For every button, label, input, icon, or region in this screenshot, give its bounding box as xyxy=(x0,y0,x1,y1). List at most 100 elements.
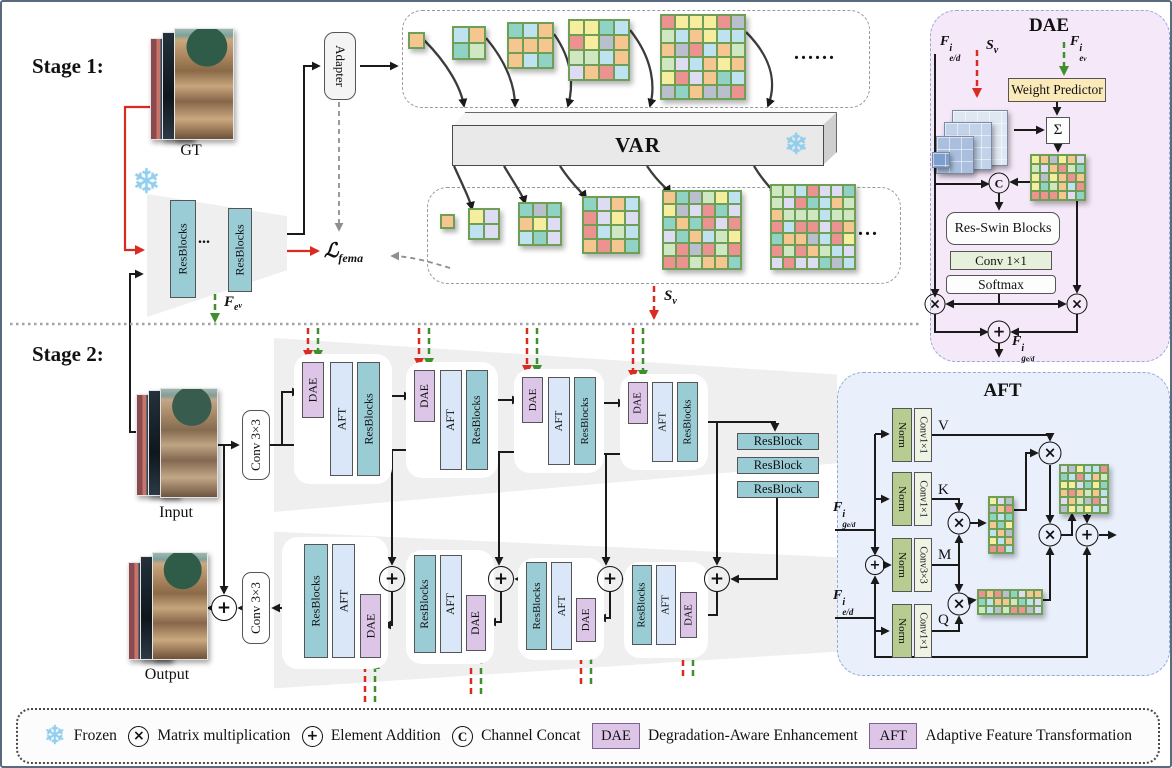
token-maps-bottom-ellipsis: ... xyxy=(858,218,879,240)
aft-v-label: V xyxy=(938,418,949,434)
legend-add: + Element Addition xyxy=(301,725,441,747)
stage1-resblocks-ellipsis: ... xyxy=(198,230,210,247)
stage2-title: Stage 2: xyxy=(32,342,104,366)
token-map-bottom-6x6 xyxy=(662,190,742,270)
decoder-resblocks-3: ResBlocks xyxy=(526,562,547,650)
token-map-top-6x6 xyxy=(660,14,746,100)
aft-chip: AFT xyxy=(869,723,918,749)
output-label: Output xyxy=(144,666,190,683)
res-swin-blocks-box: Res-Swin Blocks xyxy=(946,212,1060,245)
encoder-dae-1: DAE xyxy=(302,362,324,418)
dae-matmul-left: × xyxy=(924,293,946,315)
dae-weighted-token-map xyxy=(1030,154,1086,201)
legend: ❄ Frozen × Matrix multiplication + Eleme… xyxy=(16,708,1160,764)
aft-output-add: + xyxy=(1075,523,1099,547)
skip-add-1: + xyxy=(379,566,405,592)
aft-matmul-4: × xyxy=(1038,523,1062,547)
frozen-snowflake-var-icon: ❄ xyxy=(784,127,809,161)
frozen-snowflake-encoder-icon: ❄ xyxy=(132,162,161,202)
softmax-box: Softmax xyxy=(946,275,1056,294)
sum-box: Σ xyxy=(1046,117,1070,144)
aft-conv1x1-k: Conv1×1 xyxy=(914,472,932,526)
aft-norm-q: Norm xyxy=(892,604,912,658)
bottleneck-resblock-3: ResBlock xyxy=(737,481,819,498)
element-add-icon: + xyxy=(301,725,323,747)
dae-add: + xyxy=(987,320,1011,344)
arrow xyxy=(287,61,321,235)
aft-k-label: K xyxy=(938,482,949,498)
token-map-bottom-2x2 xyxy=(468,208,500,240)
stage1-title: Stage 1: xyxy=(32,54,104,78)
sv-score-label: Sv xyxy=(664,288,677,307)
decoder-aft-1: AFT xyxy=(332,544,355,658)
fev-feature-label: Fev xyxy=(224,294,243,313)
aft-attention-map-tall xyxy=(988,496,1014,554)
token-map-bottom-1x1 xyxy=(440,214,455,229)
encoder-aft-4: AFT xyxy=(652,382,673,462)
gt-label: GT xyxy=(180,142,202,159)
channel-concat-icon: C xyxy=(452,725,474,747)
dae-chip: DAE xyxy=(591,723,640,749)
token-map-bottom-3x3 xyxy=(518,202,562,246)
aft-norm-m: Norm xyxy=(892,538,912,592)
encoder-resblocks-4: ResBlocks xyxy=(677,382,698,462)
decoder-resblocks-1: ResBlocks xyxy=(304,544,328,658)
stage1-resblocks-2: ResBlocks xyxy=(228,208,252,292)
aft-m-label: M xyxy=(938,547,952,563)
aft-q-label: Q xyxy=(938,612,949,628)
encoder-resblocks-2: ResBlocks xyxy=(466,370,488,470)
aft-output-map xyxy=(1059,464,1109,514)
stage1-resblocks-1: ResBlocks xyxy=(170,200,196,298)
encoder-aft-2: AFT xyxy=(440,370,462,470)
aft-matmul-3: × xyxy=(947,592,971,616)
encoder-dae-2: DAE xyxy=(414,370,435,422)
token-pyramid-small xyxy=(932,152,950,168)
token-maps-input-container xyxy=(402,10,870,108)
aft-attention-map-wide xyxy=(977,589,1043,615)
legend-concat: C Channel Concat xyxy=(452,725,581,747)
snowflake-icon: ❄ xyxy=(44,721,66,751)
matmul-icon: × xyxy=(128,725,150,747)
token-map-top-1x1 xyxy=(408,32,425,49)
adapter-box: Adapter xyxy=(324,32,356,100)
decoder-dae-1: DAE xyxy=(360,594,381,658)
aft-matmul-1: × xyxy=(1038,441,1062,465)
aft-norm-v: Norm xyxy=(892,408,912,462)
token-map-bottom-4x4 xyxy=(582,196,640,254)
encoder-resblocks-3: ResBlocks xyxy=(574,377,596,465)
var-bar: VAR xyxy=(452,125,824,166)
skip-add-3: + xyxy=(597,566,623,592)
gt-image-front xyxy=(174,28,234,140)
conv3x3-encoder-box: Conv 3×3 xyxy=(242,410,270,480)
global-residual-add: + xyxy=(211,595,237,621)
encoder-dae-3: DAE xyxy=(522,377,543,423)
aft-input-add: + xyxy=(865,555,885,575)
dae-matmul-right: × xyxy=(1066,293,1088,315)
legend-frozen: ❄ Frozen xyxy=(44,721,117,751)
encoder-resblocks-1: ResBlocks xyxy=(357,362,380,476)
output-image-front xyxy=(152,552,208,660)
aft-conv1x1-v: Conv1×1 xyxy=(914,408,932,462)
dae-panel-title: DAE xyxy=(1028,15,1070,36)
decoder-resblocks-2: ResBlocks xyxy=(414,555,436,653)
token-maps-top-ellipsis: ...... xyxy=(794,42,836,64)
encoder-aft-1: AFT xyxy=(330,362,353,476)
token-map-top-2x2 xyxy=(452,26,486,60)
token-map-top-4x4 xyxy=(568,19,630,81)
bottleneck-resblock-1: ResBlock xyxy=(737,433,819,450)
input-image-front xyxy=(160,388,218,498)
decoder-dae-3: DAE xyxy=(576,598,596,642)
token-map-top-3x3 xyxy=(507,22,554,69)
encoder-aft-3: AFT xyxy=(548,377,570,465)
weight-predictor-box: Weight Predictor xyxy=(1008,78,1106,102)
encoder-dae-4: DAE xyxy=(628,382,648,424)
decoder-aft-3: AFT xyxy=(551,562,572,650)
input-label: Input xyxy=(159,504,193,521)
token-map-bottom-7x7 xyxy=(770,184,856,270)
legend-matmul: × Matrix multiplication xyxy=(128,725,290,747)
